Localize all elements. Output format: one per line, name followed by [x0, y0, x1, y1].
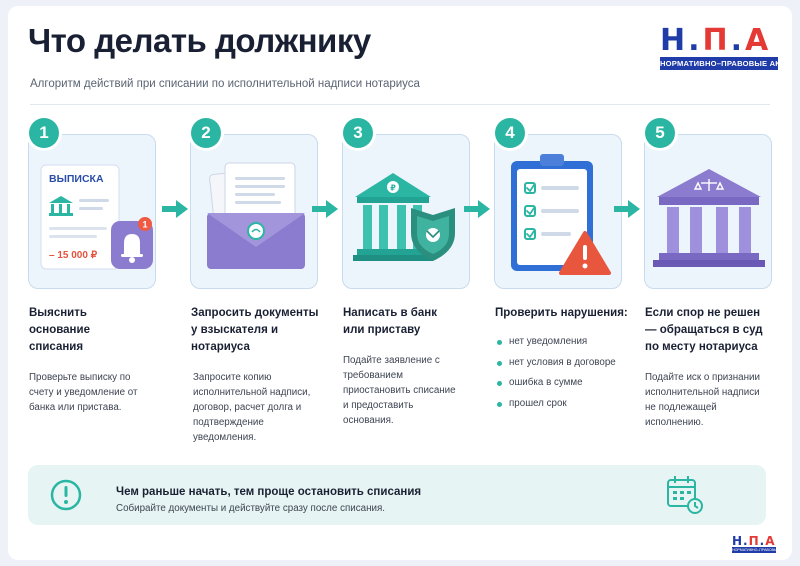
- step-2-description: Запросите копию исполнительной надписи, …: [193, 372, 311, 443]
- list-item: ошибка в сумме: [495, 373, 635, 394]
- list-item: нет условия в договоре: [495, 353, 635, 374]
- header-divider: [30, 104, 770, 105]
- step-4-text: Проверить нарушения: нет уведомления нет…: [495, 305, 635, 414]
- step-1-number: 1: [29, 118, 59, 148]
- step-1-text: Выяснить основание списания Проверьте вы…: [29, 305, 169, 415]
- step-3-card: ₽: [342, 134, 470, 289]
- court-building-icon: [653, 169, 765, 267]
- calendar-clock-icon: [667, 476, 703, 514]
- step-2-card: [190, 134, 318, 289]
- notification-bell-icon: 1: [111, 217, 153, 269]
- logo-letter: П: [702, 23, 728, 58]
- step-2-text: Запросить документы у взыскателя и нотар…: [191, 305, 331, 445]
- step-1-description: Проверьте выписку по счету и уведомление…: [29, 372, 138, 413]
- page-title: Что делать должнику: [28, 22, 371, 59]
- step-5-description: Подайте иск о признании исполнительной н…: [645, 372, 760, 428]
- statement-label: ВЫПИСКА: [49, 173, 104, 185]
- arrow-right-icon: [464, 200, 490, 218]
- step-2-number: 2: [191, 118, 221, 148]
- warning-triangle-icon: [559, 231, 611, 275]
- list-item: нет уведомления: [495, 332, 635, 353]
- logo-letter: .: [688, 23, 700, 58]
- bank-building-icon: ₽: [353, 173, 455, 261]
- tip-banner: [28, 465, 766, 525]
- step-3-text: Написать в банк или приставу Подайте зая…: [343, 305, 483, 428]
- checklist-warning-icon: [511, 154, 611, 275]
- arrow-right-icon: [162, 200, 188, 218]
- exclamation-icon: [50, 479, 82, 511]
- npa-logo: Н . П . А НОРМАТИВНО–ПРАВОВЫЕ АКТЫ: [660, 26, 778, 72]
- logo-caption: НОРМАТИВНО–ПРАВОВЫЕ АКТЫ: [732, 547, 776, 553]
- step-2-heading: Запросить документы у взыскателя и нотар…: [191, 307, 319, 353]
- step-1-card: ВЫПИСКА – 15 000 ₽ 1: [28, 134, 156, 289]
- arrow-right-icon: [312, 200, 338, 218]
- logo-letter: Н: [732, 534, 743, 548]
- banner-title: Чем раньше начать, тем проще остановить …: [116, 486, 422, 498]
- logo-letter: .: [743, 534, 748, 548]
- step-3-heading: Написать в банк или приставу: [343, 307, 438, 336]
- step-5-card: [644, 134, 772, 289]
- violations-list: нет уведомления нет условия в договоре о…: [495, 332, 635, 414]
- step-4-number: 4: [495, 118, 525, 148]
- logo-letter: .: [730, 23, 743, 58]
- step-4-heading: Проверить нарушения:: [495, 307, 628, 319]
- logo-letter: А: [745, 23, 769, 58]
- npa-logo-small: Н . П . А НОРМАТИВНО–ПРАВОВЫЕ АКТЫ: [732, 535, 776, 555]
- notification-badge: 1: [142, 220, 147, 230]
- logo-caption: НОРМАТИВНО–ПРАВОВЫЕ АКТЫ: [660, 57, 778, 70]
- step-5-heading: Если спор не решен — обращаться в суд по…: [645, 307, 763, 353]
- logo-letter: .: [759, 534, 765, 548]
- step-3-description: Подайте заявление с требованием приостан…: [343, 355, 456, 426]
- envelope-documents-icon: [207, 162, 305, 269]
- banner-text: Собирайте документы и действуйте сразу п…: [116, 503, 386, 514]
- step-1-heading: Выяснить основание списания: [29, 307, 90, 353]
- step-5-number: 5: [645, 118, 675, 148]
- step-4-card: [494, 134, 622, 289]
- logo-letter: Н: [660, 23, 686, 58]
- arrow-right-icon: [614, 200, 640, 218]
- list-item: прошел срок: [495, 394, 635, 415]
- page-subtitle: Алгоритм действий при списании по исполн…: [30, 78, 420, 90]
- shield-emblem-icon: [411, 208, 455, 261]
- bank-statement-icon: ВЫПИСКА – 15 000 ₽ 1: [40, 164, 153, 270]
- logo-letter: П: [748, 534, 759, 548]
- svg-text:₽: ₽: [390, 184, 396, 193]
- logo-letter: А: [765, 534, 775, 548]
- step-3-number: 3: [343, 118, 373, 148]
- statement-amount: – 15 000 ₽: [49, 250, 98, 261]
- step-5-text: Если спор не решен — обращаться в суд по…: [645, 305, 785, 430]
